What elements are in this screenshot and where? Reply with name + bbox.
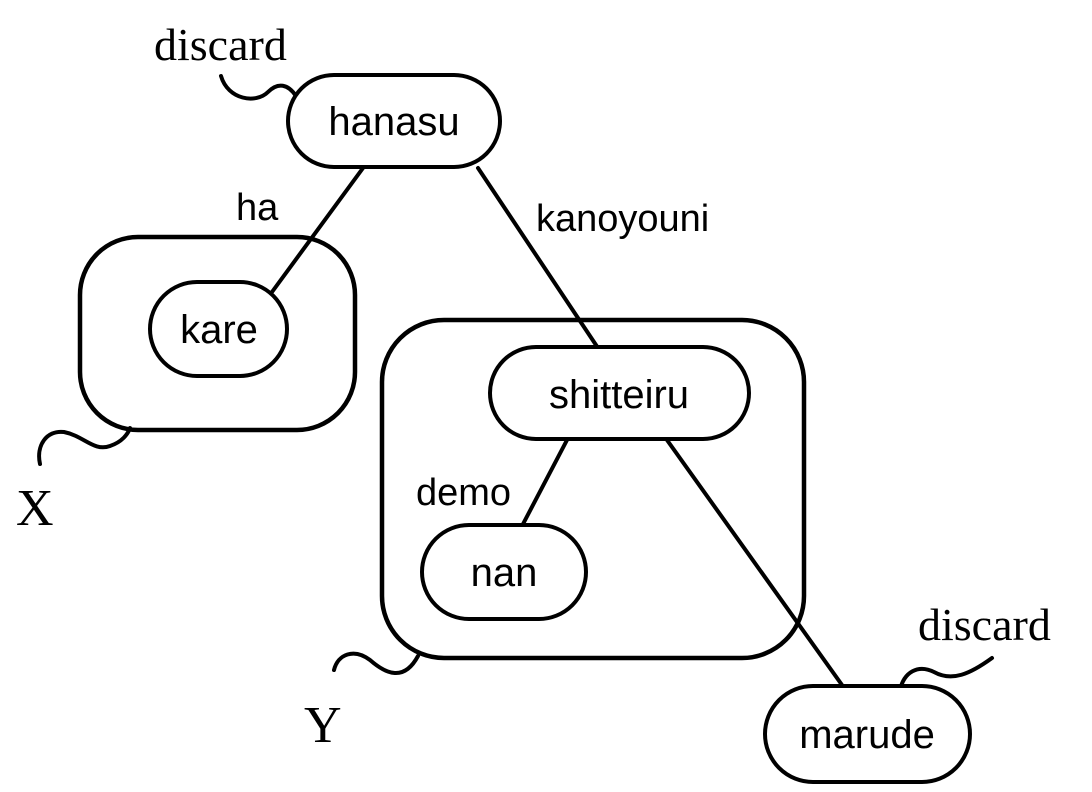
node-kare-label: kare: [180, 308, 258, 352]
group-x-label: X: [16, 480, 54, 537]
edge-label-ha: ha: [236, 187, 279, 229]
group-y-connector: [332, 651, 420, 675]
node-shitteiru-label: shitteiru: [549, 373, 689, 417]
edge-hanasu-kare: [270, 166, 365, 294]
group-x-box: [77, 234, 358, 433]
edge-label-kanoyouni: kanoyouni: [536, 198, 709, 240]
group-y-box: [379, 317, 807, 661]
discard-connector-marude: [898, 656, 994, 692]
discard-tag-hanasu: discard: [154, 19, 287, 70]
group-x-connector: [37, 426, 132, 466]
edge-hanasu-shitteiru: [476, 166, 600, 350]
discard-connector-hanasu: [219, 74, 298, 101]
node-nan-label: nan: [471, 551, 538, 595]
edge-shitteiru-marude: [665, 438, 844, 687]
node-marude-label: marude: [799, 713, 935, 757]
edge-shitteiru-nan: [520, 438, 569, 528]
edge-label-demo: demo: [416, 472, 511, 514]
node-nan-box: [420, 523, 588, 621]
node-shitteiru-box: [488, 345, 751, 441]
group-y-label: Y: [304, 697, 342, 754]
discard-tag-marude: discard: [918, 599, 1051, 650]
node-hanasu-box: [286, 73, 502, 169]
node-marude-box: [763, 684, 972, 784]
node-hanasu-label: hanasu: [328, 100, 459, 144]
node-kare-box: [148, 280, 289, 378]
